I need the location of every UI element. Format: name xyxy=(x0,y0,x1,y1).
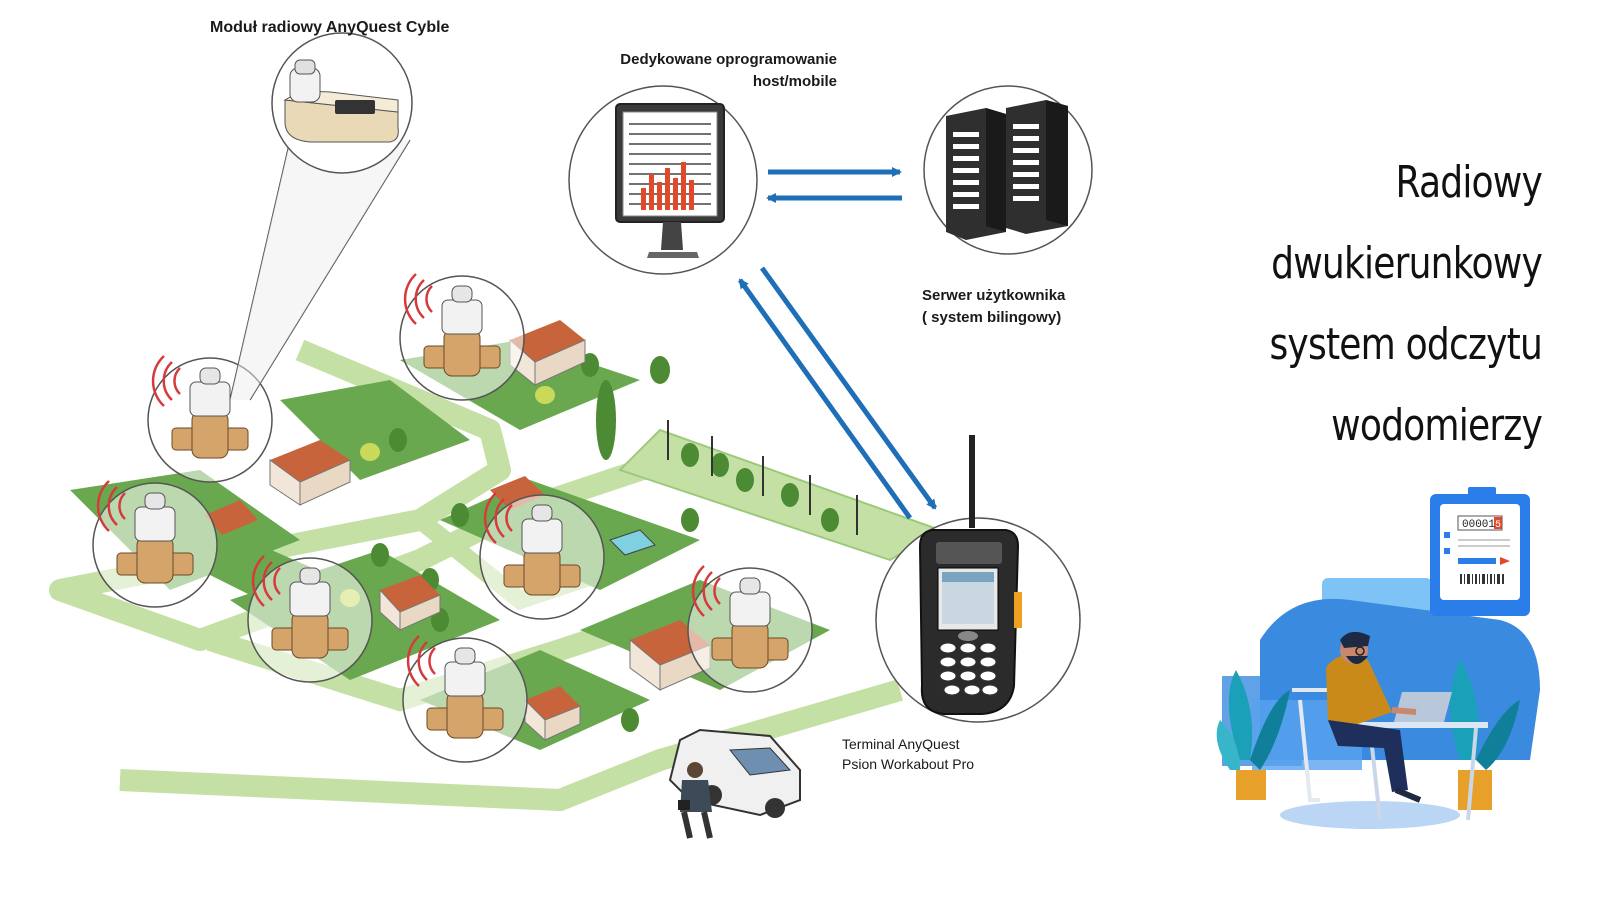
communication-arrows xyxy=(737,167,938,520)
title-line-2: dwukierunkowy xyxy=(1271,238,1543,289)
meter-reader-person xyxy=(678,762,713,839)
meter-display-digits: 00001 xyxy=(1462,519,1495,531)
houses xyxy=(205,320,711,742)
user-illustration xyxy=(1216,578,1540,829)
software-label-line1: Dedykowane oprogramowanie xyxy=(620,51,837,68)
meter-bubble-3 xyxy=(92,480,218,608)
software-label-line2: host/mobile xyxy=(752,73,837,90)
handheld-terminal-icon xyxy=(918,435,1022,715)
arrow-to-software xyxy=(737,278,913,520)
terminal-bubble xyxy=(875,435,1081,723)
meter-display-red-digit: 5 xyxy=(1495,520,1501,531)
arrow-to-terminal xyxy=(759,266,938,510)
cyble-module-zoom xyxy=(229,32,413,401)
plant-left-icon xyxy=(1216,670,1290,800)
electric-meter-icon xyxy=(1430,487,1530,616)
meter-bubble-6 xyxy=(687,565,813,693)
title-line-4: wodomierzy xyxy=(1331,400,1543,451)
slide-title: Radiowy dwukierunkowy system odczytu wod… xyxy=(1247,142,1542,466)
plant-right-icon xyxy=(1450,660,1520,810)
server-bubble xyxy=(923,85,1093,255)
server-label-line2: ( system bilingowy) xyxy=(922,309,1062,326)
meter-bubble-5 xyxy=(247,555,373,683)
terminal-label-line1: Terminal AnyQuest xyxy=(842,736,960,752)
meter-bubble-7 xyxy=(402,635,528,763)
terminal-label-line2: Psion Workabout Pro xyxy=(842,756,975,772)
person-icon xyxy=(1292,631,1422,803)
cyble-module-label: Moduł radiowy AnyQuest Cyble xyxy=(210,19,450,36)
monitor-icon xyxy=(615,103,725,258)
meter-bubbles xyxy=(92,273,813,763)
title-line-1: Radiowy xyxy=(1395,157,1542,208)
server-icon xyxy=(946,100,1068,240)
meter-bubble-4 xyxy=(479,492,605,620)
cyble-module-icon xyxy=(283,59,399,143)
title-line-3: system odczytu xyxy=(1269,319,1542,370)
computer-bubble xyxy=(568,85,758,275)
server-label-line1: Serwer użytkownika xyxy=(922,287,1066,304)
laptop-icon xyxy=(1394,692,1452,722)
meter-bubble-2 xyxy=(399,273,525,401)
